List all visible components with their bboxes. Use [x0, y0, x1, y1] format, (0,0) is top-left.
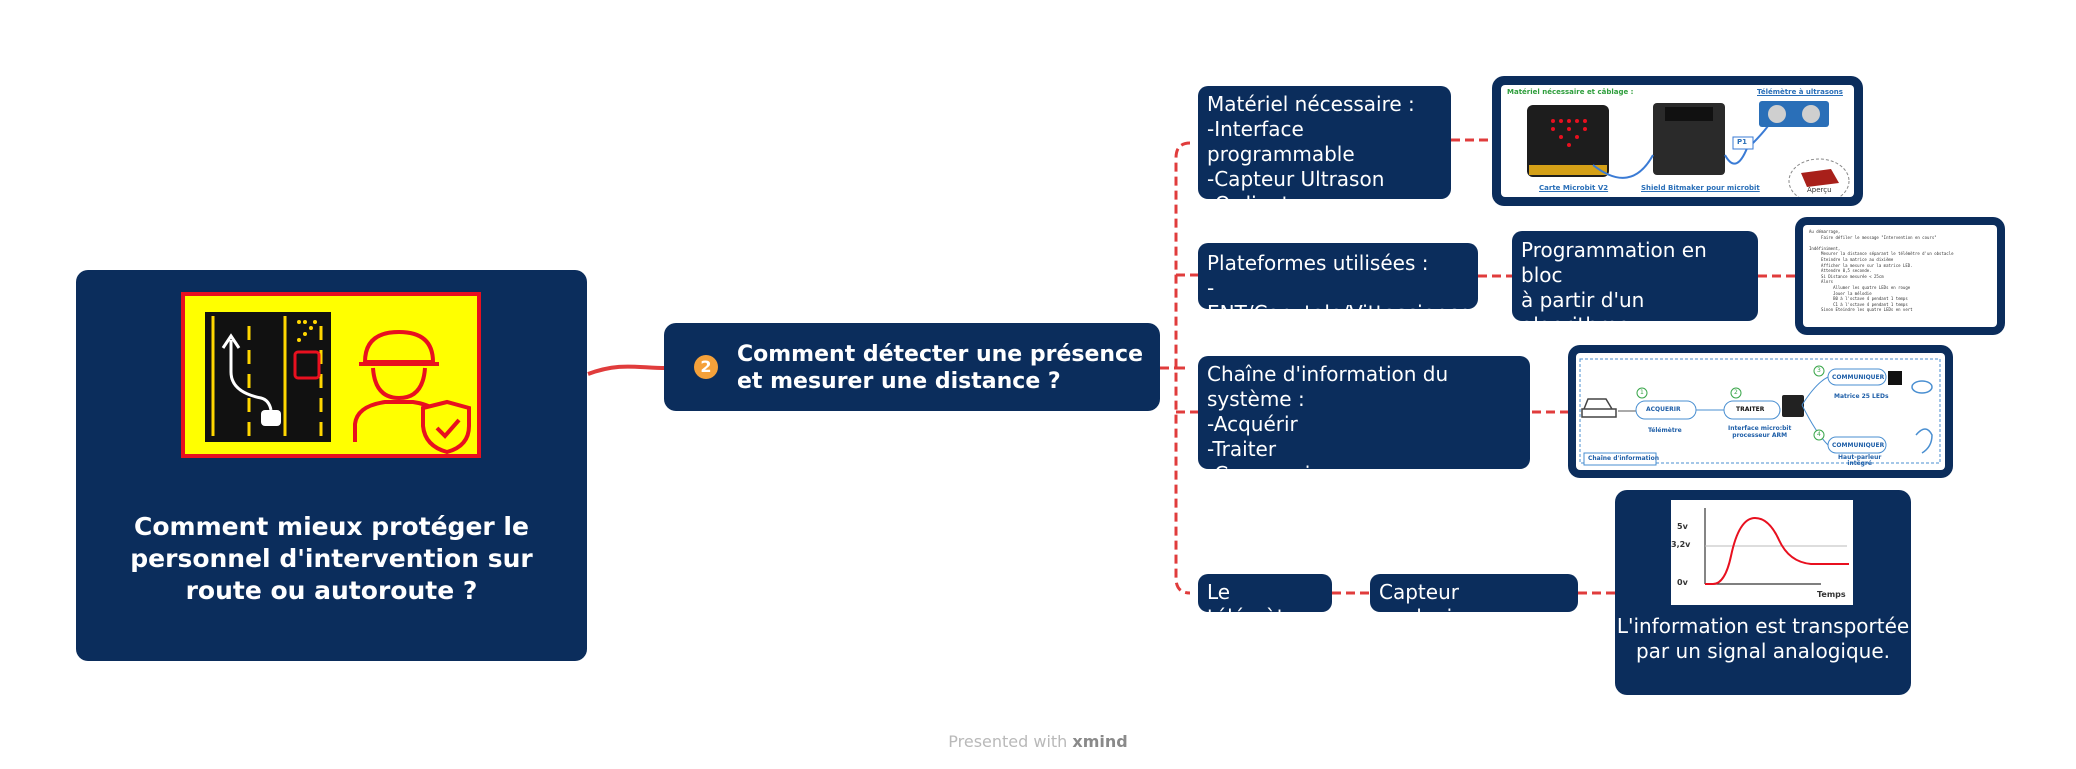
telemetre-label: Télémètre à ultrasons — [1757, 88, 1843, 96]
tick-3-2v: 3,2v — [1671, 540, 1691, 549]
node-programmation[interactable]: Programmation en bloc à partir d'un algo… — [1512, 231, 1758, 362]
carte-label: Carte Microbit V2 — [1539, 184, 1609, 192]
code-image-frame[interactable]: Au démarrage, Faire défiler le message "… — [1795, 217, 2005, 335]
root-topic[interactable]: Comment mieux protéger le personnel d'in… — [76, 270, 587, 661]
traiter-label: TRAITER — [1736, 406, 1765, 413]
telemetre-chain-label: Télémètre — [1648, 427, 1682, 434]
microbit-mini — [1782, 395, 1804, 417]
root-title: Comment mieux protéger le personnel d'in… — [130, 512, 533, 605]
matrice-label: Matrice 25 LEDs — [1834, 393, 1889, 400]
shield-label: Shield Bitmaker pour microbit — [1641, 184, 1760, 192]
worker-shield-icon — [353, 329, 471, 455]
signal-graph-image: 5v 3,2v 0v Temps — [1671, 500, 1853, 605]
information-label: L'information est transportée par un sig… — [1616, 614, 1910, 663]
materiel-wiring-image: Matériel nécessaire et câblage : P1 Cart… — [1501, 85, 1854, 197]
pseudo-code-text: Au démarrage, Faire défiler le message "… — [1809, 229, 1954, 313]
materiel-image-title: Matériel nécessaire et câblage : — [1507, 88, 1634, 96]
information-chain-image: 1 2 3 4 ACQUERIR Télémètre TRAITER Inter… — [1576, 353, 1945, 470]
communiquer-2-label: COMMUNIQUER — [1832, 442, 1885, 449]
ear-icon — [1915, 428, 1933, 454]
topic-number-badge: 2 — [694, 355, 718, 379]
main-topic[interactable]: 2 Comment détecter une présence et mesur… — [664, 323, 1160, 411]
branch-plateformes[interactable]: Plateformes utilisées : -ENT/Capytale/Vi… — [1198, 243, 1478, 325]
branch-telemetre[interactable]: Le télémètre — [1198, 574, 1332, 629]
tick-0v: 0v — [1677, 578, 1688, 587]
main-topic-label: Comment détecter une présence et mesurer… — [737, 342, 1144, 394]
root-to-main-connector — [587, 364, 667, 376]
branch-ticks — [1176, 273, 1200, 414]
acquerir-label: ACQUERIR — [1646, 406, 1681, 413]
road-icon — [205, 312, 331, 442]
car-icon — [1581, 398, 1617, 418]
led-matrix-icon — [1888, 371, 1902, 385]
step-3: 3 — [1817, 367, 1821, 374]
chaine-footer-label: Chaîne d'information — [1588, 455, 1659, 462]
step-2: 2 — [1734, 389, 1738, 396]
p1-label: P1 — [1737, 138, 1748, 146]
materiel-image-frame[interactable]: Matériel nécessaire et câblage : P1 Cart… — [1492, 76, 1863, 206]
apercu-label: Aperçu — [1807, 186, 1832, 194]
presented-with-footer[interactable]: Presented with xmind — [0, 732, 2076, 751]
warning-illustration — [181, 292, 481, 458]
branch-chaine[interactable]: Chaîne d'information du système : -Acqué… — [1198, 356, 1530, 486]
communiquer-1-label: COMMUNIQUER — [1832, 374, 1885, 381]
haut-parleur-label: Haut-parleur intégré — [1838, 454, 1882, 467]
node-information[interactable]: 5v 3,2v 0v Temps L'information est trans… — [1615, 490, 1911, 695]
interface-label: Interface micro:bit processeur ARM — [1728, 425, 1792, 439]
xmind-brand: xmind — [1072, 732, 1128, 751]
branch-materiel[interactable]: Matériel nécessaire : -Interface program… — [1198, 86, 1451, 216]
tick-5v: 5v — [1677, 522, 1688, 531]
node-capteur-analogique[interactable]: Capteur analogique — [1370, 574, 1578, 629]
x-axis-label: Temps — [1817, 590, 1846, 599]
step-1: 1 — [1640, 389, 1644, 396]
pseudo-code-image: Au démarrage, Faire défiler le message "… — [1803, 225, 1997, 327]
microbit-board — [1527, 105, 1609, 177]
footer-prefix: Presented with — [948, 732, 1068, 751]
step-4: 4 — [1817, 431, 1821, 438]
branch-trunk — [1160, 141, 1191, 595]
eye-icon — [1911, 380, 1933, 394]
chaine-image-frame[interactable]: 1 2 3 4 ACQUERIR Télémètre TRAITER Inter… — [1568, 345, 1953, 478]
